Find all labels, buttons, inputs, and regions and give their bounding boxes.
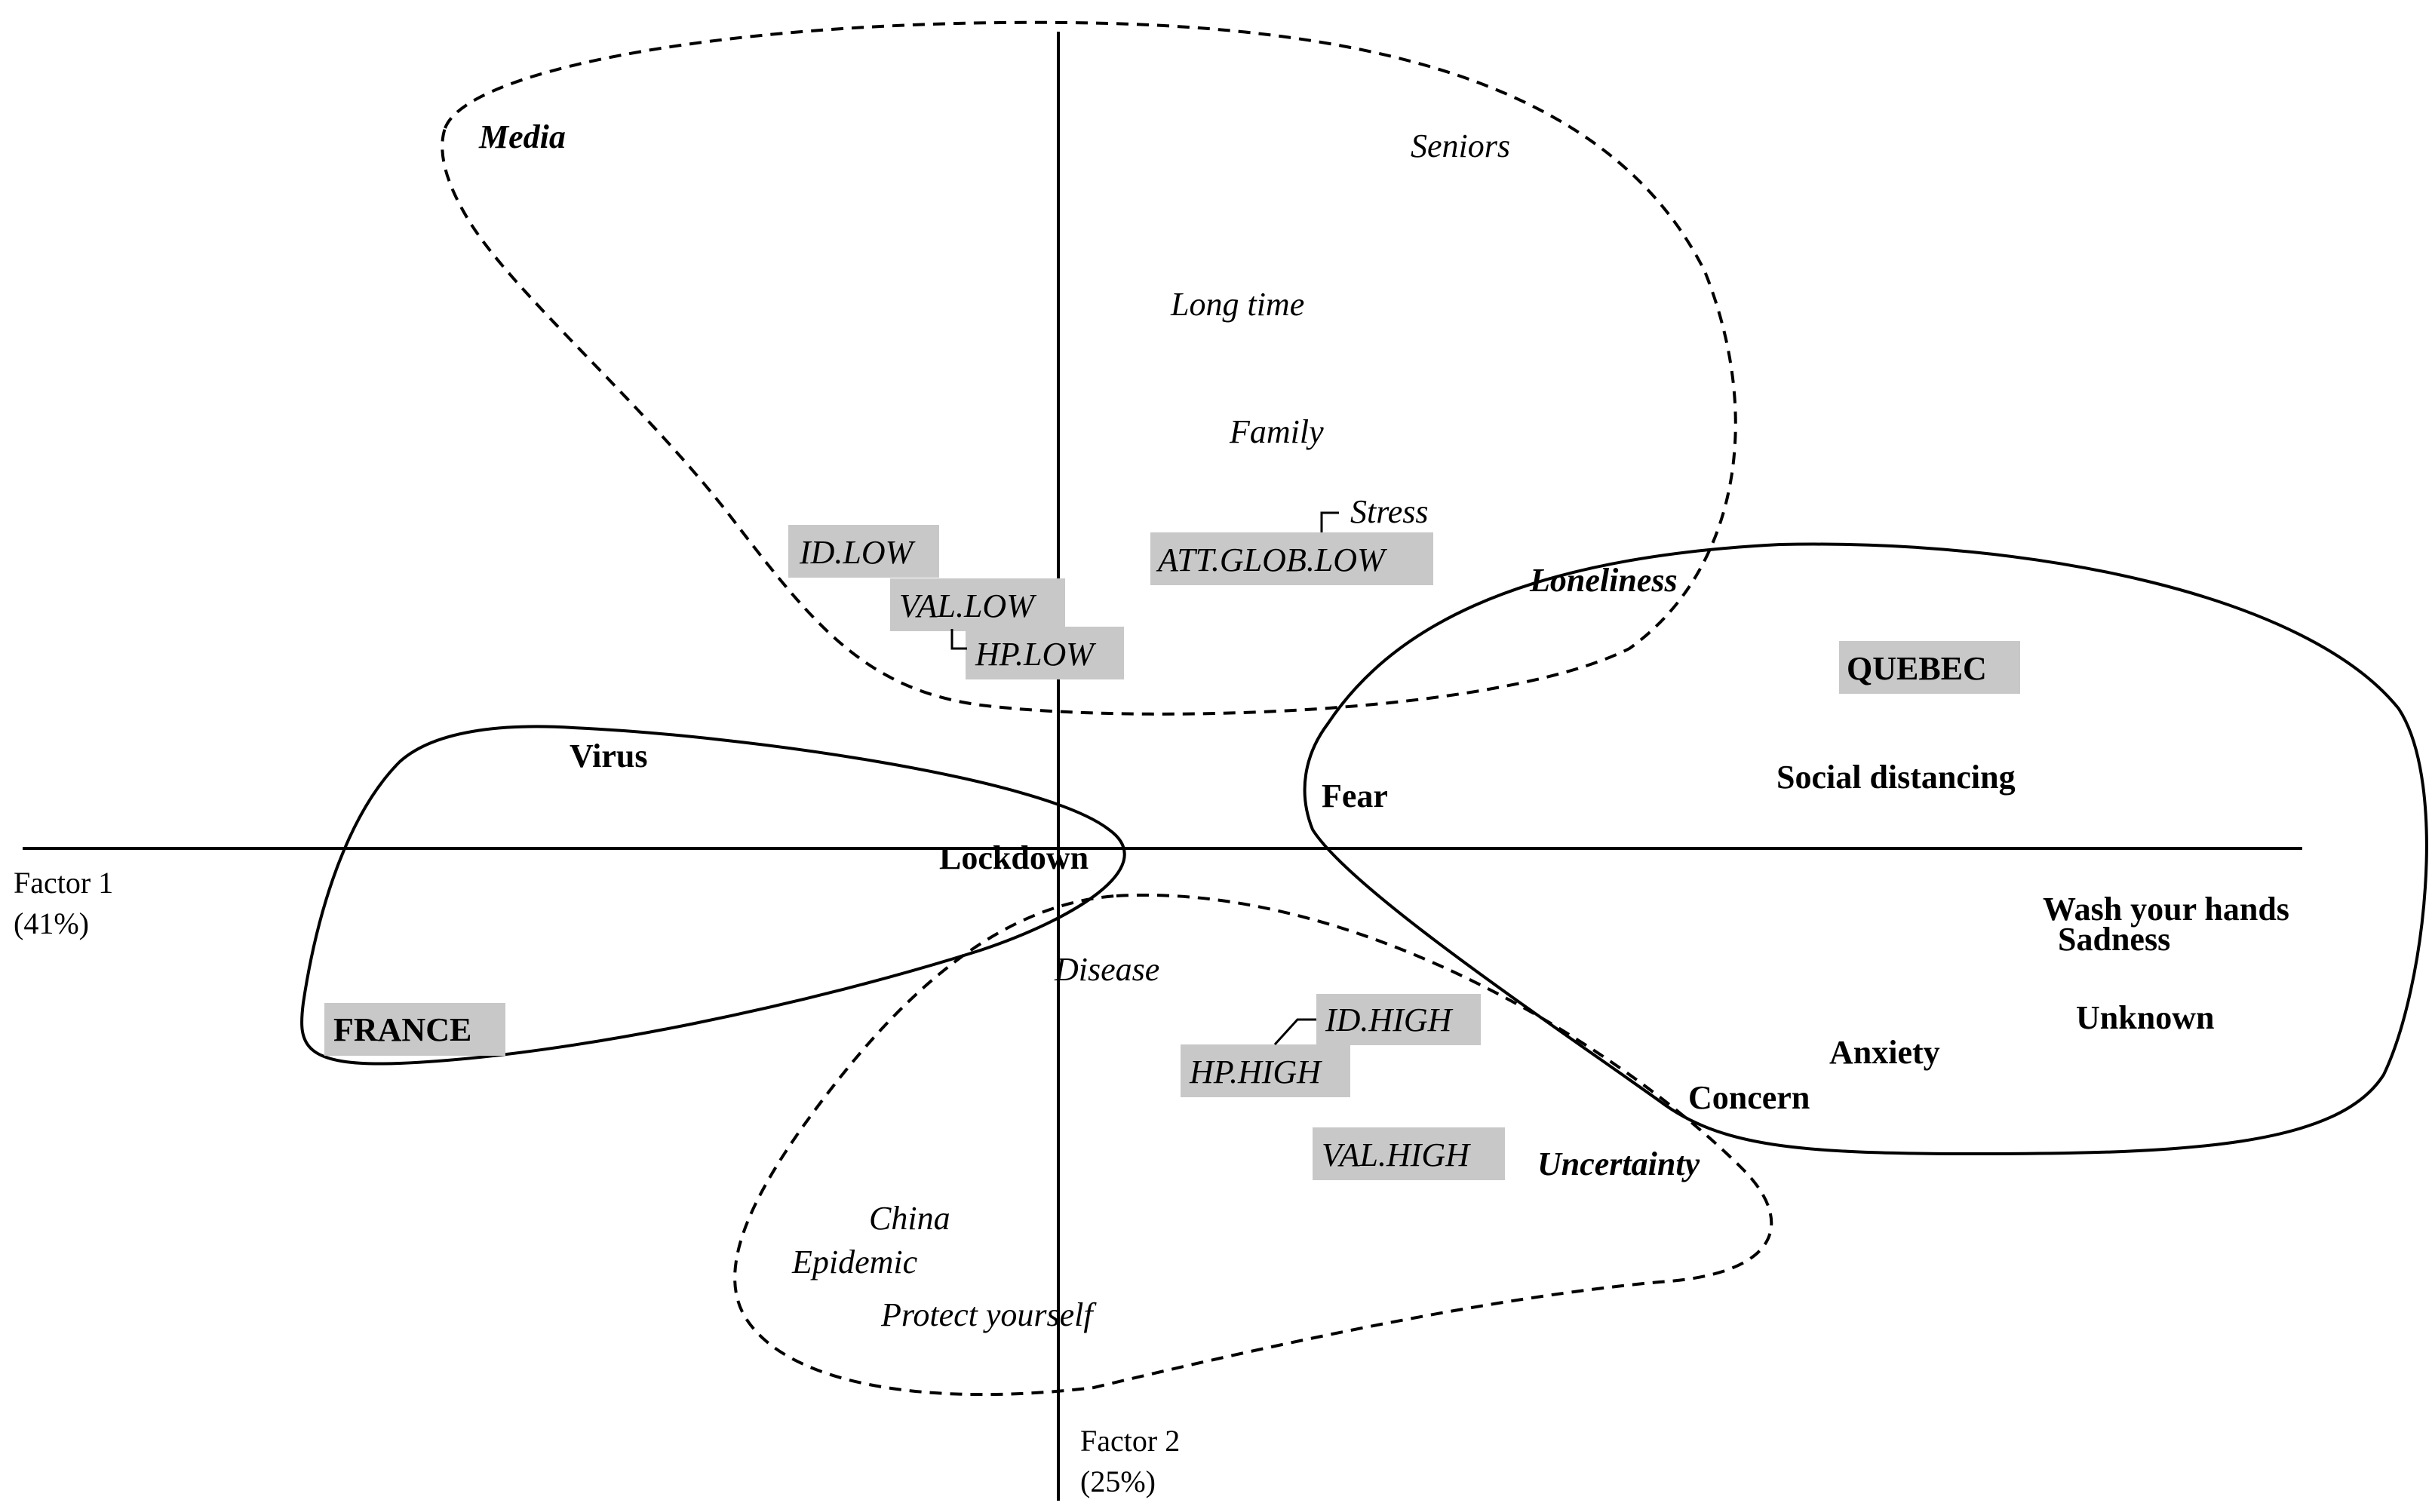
id-low-box <box>788 525 939 578</box>
val-high-box <box>1313 1127 1505 1180</box>
media-term: Media <box>478 118 566 155</box>
social-distancing-term: Social distancing <box>1776 759 2016 796</box>
protect-yourself-term: Protect yourself <box>880 1296 1097 1333</box>
lockdown-term: Lockdown <box>939 839 1089 876</box>
id-low-label: ID.LOW <box>799 534 916 571</box>
loneliness-term: Loneliness <box>1529 562 1678 599</box>
id-high-label: ID.HIGH <box>1325 1001 1454 1038</box>
val-low-box <box>890 578 1065 631</box>
id-high-leader <box>1273 1018 1316 1046</box>
uncertainty-term: Uncertainty <box>1537 1146 1700 1182</box>
france-box <box>324 1003 505 1056</box>
att-glob-low-label: ATT.GLOB.LOW <box>1156 541 1387 578</box>
sadness-term: Sadness <box>2058 921 2170 958</box>
val-high-label: VAL.HIGH <box>1322 1136 1471 1173</box>
france-cluster <box>300 725 1126 1066</box>
val-low-label: VAL.LOW <box>899 587 1036 624</box>
concern-term: Concern <box>1688 1079 1810 1116</box>
quebec-box <box>1839 641 2020 694</box>
factor2-label: Factor 2 <box>1080 1424 1180 1458</box>
france-label: FRANCE <box>333 1011 471 1048</box>
family-term: Family <box>1229 413 1324 450</box>
fear-term: Fear <box>1322 777 1388 814</box>
att-glob-low-box <box>1150 532 1433 585</box>
factor1-label: Factor 1 <box>14 866 113 900</box>
stress-leader <box>1320 511 1339 532</box>
quebec-label: QUEBEC <box>1847 650 1987 687</box>
disease-term: Disease <box>1054 951 1159 988</box>
hp-low-leader <box>950 629 967 650</box>
seniors-term: Seniors <box>1411 127 1510 164</box>
anxiety-term: Anxiety <box>1829 1034 1940 1071</box>
id-high-box <box>1316 994 1481 1045</box>
epidemic-term: Epidemic <box>791 1244 918 1280</box>
quebec-cluster <box>1303 542 2428 1156</box>
upper-dashed-cluster <box>441 20 1737 716</box>
china-term: China <box>869 1200 950 1237</box>
hp-low-box <box>966 627 1124 679</box>
wash-hands-term: Wash your hands <box>2043 891 2289 928</box>
unknown-term: Unknown <box>2076 999 2214 1036</box>
factor2-percent: (25%) <box>1080 1464 1156 1498</box>
virus-term: Virus <box>570 738 648 774</box>
hp-high-label: HP.HIGH <box>1189 1053 1322 1090</box>
factor1-percent: (41%) <box>14 906 89 940</box>
long-time-term: Long time <box>1170 286 1304 323</box>
stress-term: Stress <box>1350 493 1429 530</box>
hp-low-label: HP.LOW <box>975 636 1096 673</box>
hp-high-box <box>1181 1044 1350 1097</box>
